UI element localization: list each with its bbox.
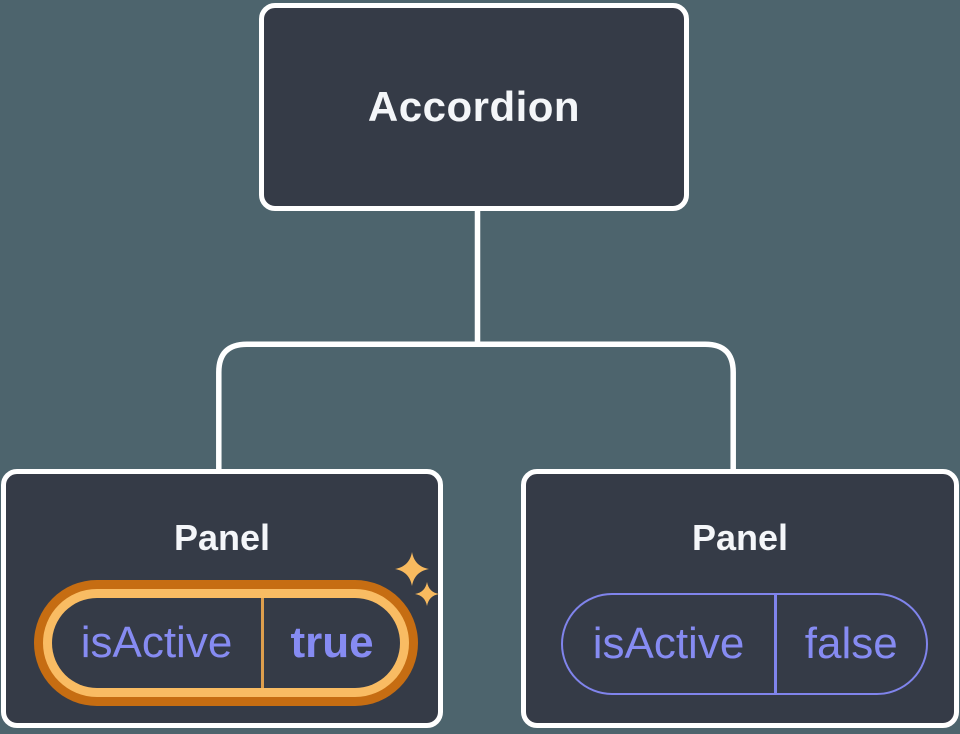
state-pill: isActive true: [52, 598, 400, 688]
node-label: Panel: [173, 517, 271, 558]
state-value: true: [290, 618, 374, 667]
sparkle-icon: [415, 582, 439, 606]
state-key: isActive: [80, 618, 233, 667]
sparkle-icon: [395, 552, 429, 586]
node-label: Accordion: [367, 83, 581, 130]
component-node-panel-2: Panel isActive false: [521, 469, 959, 728]
component-node-panel-1: Panel isActive true: [1, 469, 443, 728]
component-node-accordion: Accordion: [259, 3, 689, 211]
state-pill-divider: [774, 595, 777, 693]
state-highlight-ring: isActive true: [34, 580, 418, 706]
state-pill-divider: [261, 598, 264, 688]
state-highlight-ring-inner: isActive true: [43, 589, 409, 697]
state-value: false: [804, 619, 898, 668]
node-label: Panel: [691, 517, 789, 558]
state-pill: isActive false: [561, 593, 928, 695]
state-key: isActive: [592, 619, 745, 668]
